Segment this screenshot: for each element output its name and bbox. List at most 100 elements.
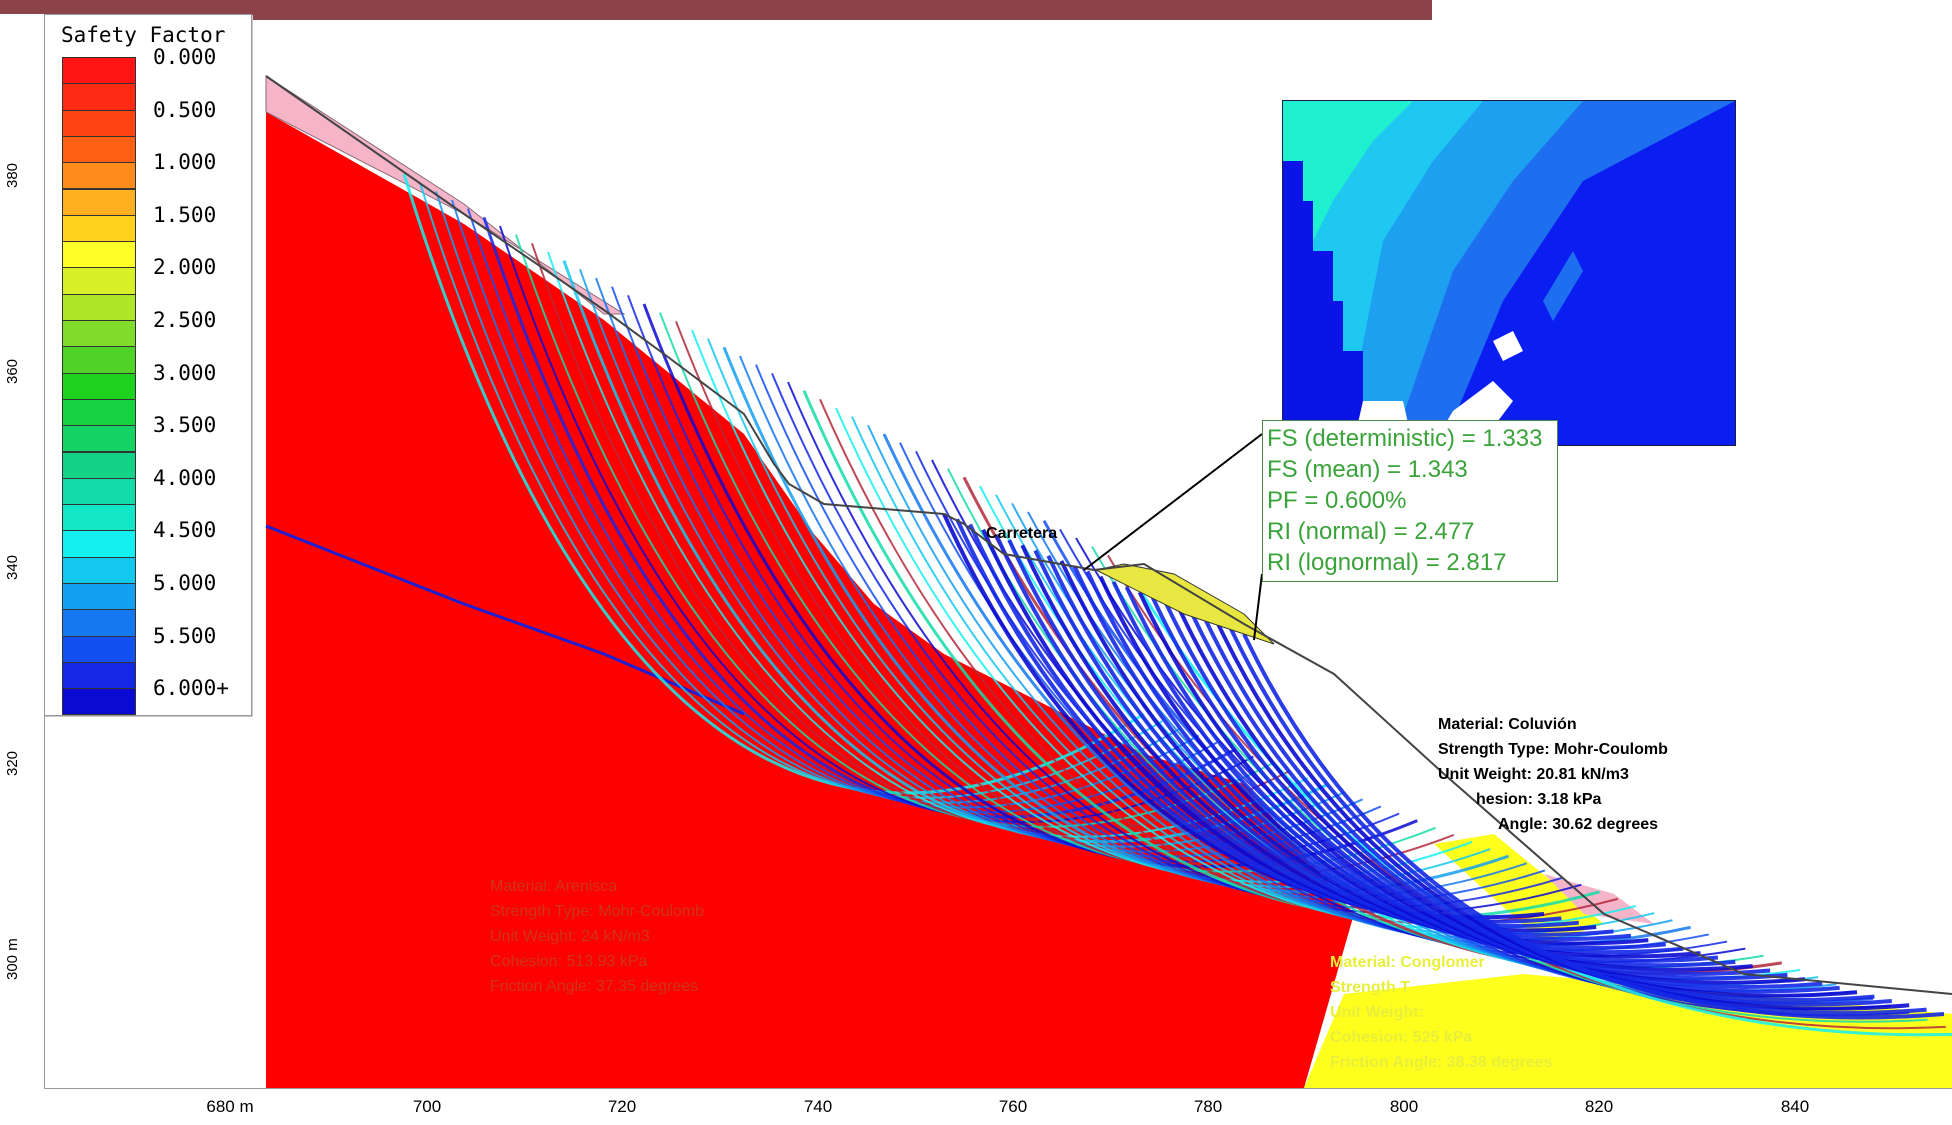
legend-swatch [62, 477, 136, 506]
slip-surface-arc [419, 182, 1163, 799]
legend-swatch [62, 241, 136, 269]
legend-swatch [62, 425, 136, 453]
slip-surface-arc [1033, 549, 1666, 950]
legend-value-label: 3.500 [153, 413, 217, 438]
legend-swatch [62, 162, 136, 190]
material-coluvion-line: Angle: 30.62 degrees [1498, 816, 1659, 833]
legend-value-label: 2.000 [153, 255, 217, 280]
legend-value-label: 5.000 [153, 571, 217, 595]
road-fill-hatched [1094, 563, 1275, 645]
legend-swatch [62, 530, 136, 558]
header-bar [0, 0, 1432, 20]
material-arenisca-line: Material: Arenisca [490, 878, 618, 895]
x-tick-label: 700 [412, 1097, 442, 1116]
material-arenisca-info: Material: Arenisca Strength Type: Mohr-C… [490, 874, 704, 999]
material-arenisca-line: Friction Angle: 37.35 degrees [490, 978, 699, 995]
slip-surface-arc [1163, 601, 1840, 994]
legend-swatch [62, 583, 136, 611]
slip-surface-arc [1085, 570, 1736, 968]
legend-value-label: 1.500 [153, 202, 217, 227]
legend-value-label: 4.500 [153, 518, 217, 543]
material-conglomerado-info: Material: Conglomer Strength T Unit Weig… [1330, 950, 1553, 1075]
legend-swatch [62, 609, 136, 637]
legend-value-label: 6.000+ [153, 676, 229, 701]
material-coluvion-line: hesion: 3.18 kPa [1476, 791, 1602, 808]
legend-swatch [62, 320, 136, 348]
legend-title: Safety Factor [61, 23, 226, 47]
slip-surface-arc [1176, 607, 1858, 998]
material-conglomerado-line: Cohesion: 525 kPa [1330, 1029, 1473, 1046]
fs-deterministic: FS (deterministic) = 1.333 [1267, 425, 1543, 452]
legend-swatch [62, 109, 136, 137]
slip-surfaces [402, 173, 1952, 1037]
water-table-line [265, 524, 745, 716]
pink-top-layer [265, 75, 626, 315]
legend-swatch [62, 83, 136, 111]
legend-value-label: 0.500 [153, 97, 217, 122]
legend-swatch [62, 57, 136, 85]
slip-surface-arc [1229, 627, 1927, 1016]
slip-surface-arc [1046, 554, 1684, 955]
legend-value-label: 0.000 [153, 45, 217, 69]
legend-swatch [62, 688, 136, 716]
safety-factor-legend: Safety Factor 0.000 0.500 1.000 1.500 2.000 2… [44, 14, 252, 716]
legend-swatch [62, 661, 136, 690]
slip-surface-arc [1150, 596, 1823, 989]
slip-surface-arc [1020, 544, 1649, 946]
ground-surface-line [265, 75, 1952, 995]
slip-surface-arc [1059, 560, 1701, 959]
x-tick-label: 820 [1584, 1097, 1614, 1116]
legend-value-label: 1.000 [153, 150, 217, 175]
legend-swatch [62, 267, 136, 295]
y-tick-label: 340 [4, 554, 21, 580]
legend-swatch [62, 504, 136, 532]
legend-swatch [62, 372, 136, 400]
x-tick-label: 760 [998, 1097, 1028, 1116]
legend-swatch [62, 451, 136, 479]
x-tick-label: 740 [803, 1097, 833, 1116]
legend-swatch [62, 556, 136, 584]
legend-swatch [62, 398, 136, 427]
legend-value-label: 2.500 [153, 308, 217, 332]
material-arenisca-line: Unit Weight: 24 kN/m3 [490, 928, 650, 945]
callout-leader-1 [1083, 433, 1263, 571]
ri-lognormal: RI (lognormal) = 2.817 [1267, 549, 1507, 576]
material-coluvion-line: Strength Type: Mohr-Coulomb [1438, 741, 1668, 758]
legend-swatch [62, 188, 136, 216]
x-axis: 680 m 700 720 740 760 780 800 820 840 [44, 1088, 1952, 1125]
fs-results-box: FS (deterministic) = 1.333 FS (mean) = 1… [1262, 420, 1558, 582]
legend-swatch [62, 214, 136, 243]
ri-normal: RI (normal) = 2.477 [1267, 518, 1475, 545]
callout-leader-2 [1253, 573, 1263, 641]
pf-value: PF = 0.600% [1267, 487, 1407, 514]
y-tick-label: 360 [4, 358, 21, 384]
material-coluvion-info: Material: Coluvión Strength Type: Mohr-C… [1438, 712, 1668, 837]
inset-contour-map [1282, 100, 1736, 446]
legend-swatch [62, 635, 136, 663]
slip-surface-arc [1072, 565, 1719, 963]
carretera-label: Carretera [986, 525, 1058, 542]
slip-surface-arc [1111, 580, 1771, 976]
y-tick-label: 300 m [4, 938, 21, 980]
material-arenisca-line: Cohesion: 513.93 kPa [490, 953, 648, 970]
material-coluvion-line: Material: Coluvión [1438, 716, 1577, 733]
material-conglomerado-line: Material: Conglomer [1330, 954, 1485, 971]
legend-value-label: 5.500 [153, 623, 217, 648]
y-axis: 380 360 340 320 300 m [0, 14, 45, 1088]
x-tick-label: 680 m [206, 1097, 254, 1116]
y-tick-label: 320 [4, 750, 21, 776]
slip-surface-arc [1124, 586, 1788, 981]
slip-surface-arc [1098, 575, 1753, 972]
x-tick-label: 720 [607, 1097, 637, 1116]
slip-surface-arc [1216, 622, 1910, 1011]
x-tick-label: 840 [1780, 1097, 1810, 1116]
material-arenisca-line: Strength Type: Mohr-Coulomb [490, 903, 705, 920]
y-tick-label: 380 [4, 162, 21, 188]
legend-swatch [62, 293, 136, 321]
legend-swatch [62, 346, 136, 374]
x-tick-label: 800 [1389, 1097, 1419, 1116]
slip-surface-arc [1242, 633, 1945, 1020]
legend-swatch [62, 135, 136, 164]
x-tick-label: 780 [1193, 1097, 1223, 1116]
material-conglomerado-line: Unit Weight: [1330, 1004, 1424, 1021]
